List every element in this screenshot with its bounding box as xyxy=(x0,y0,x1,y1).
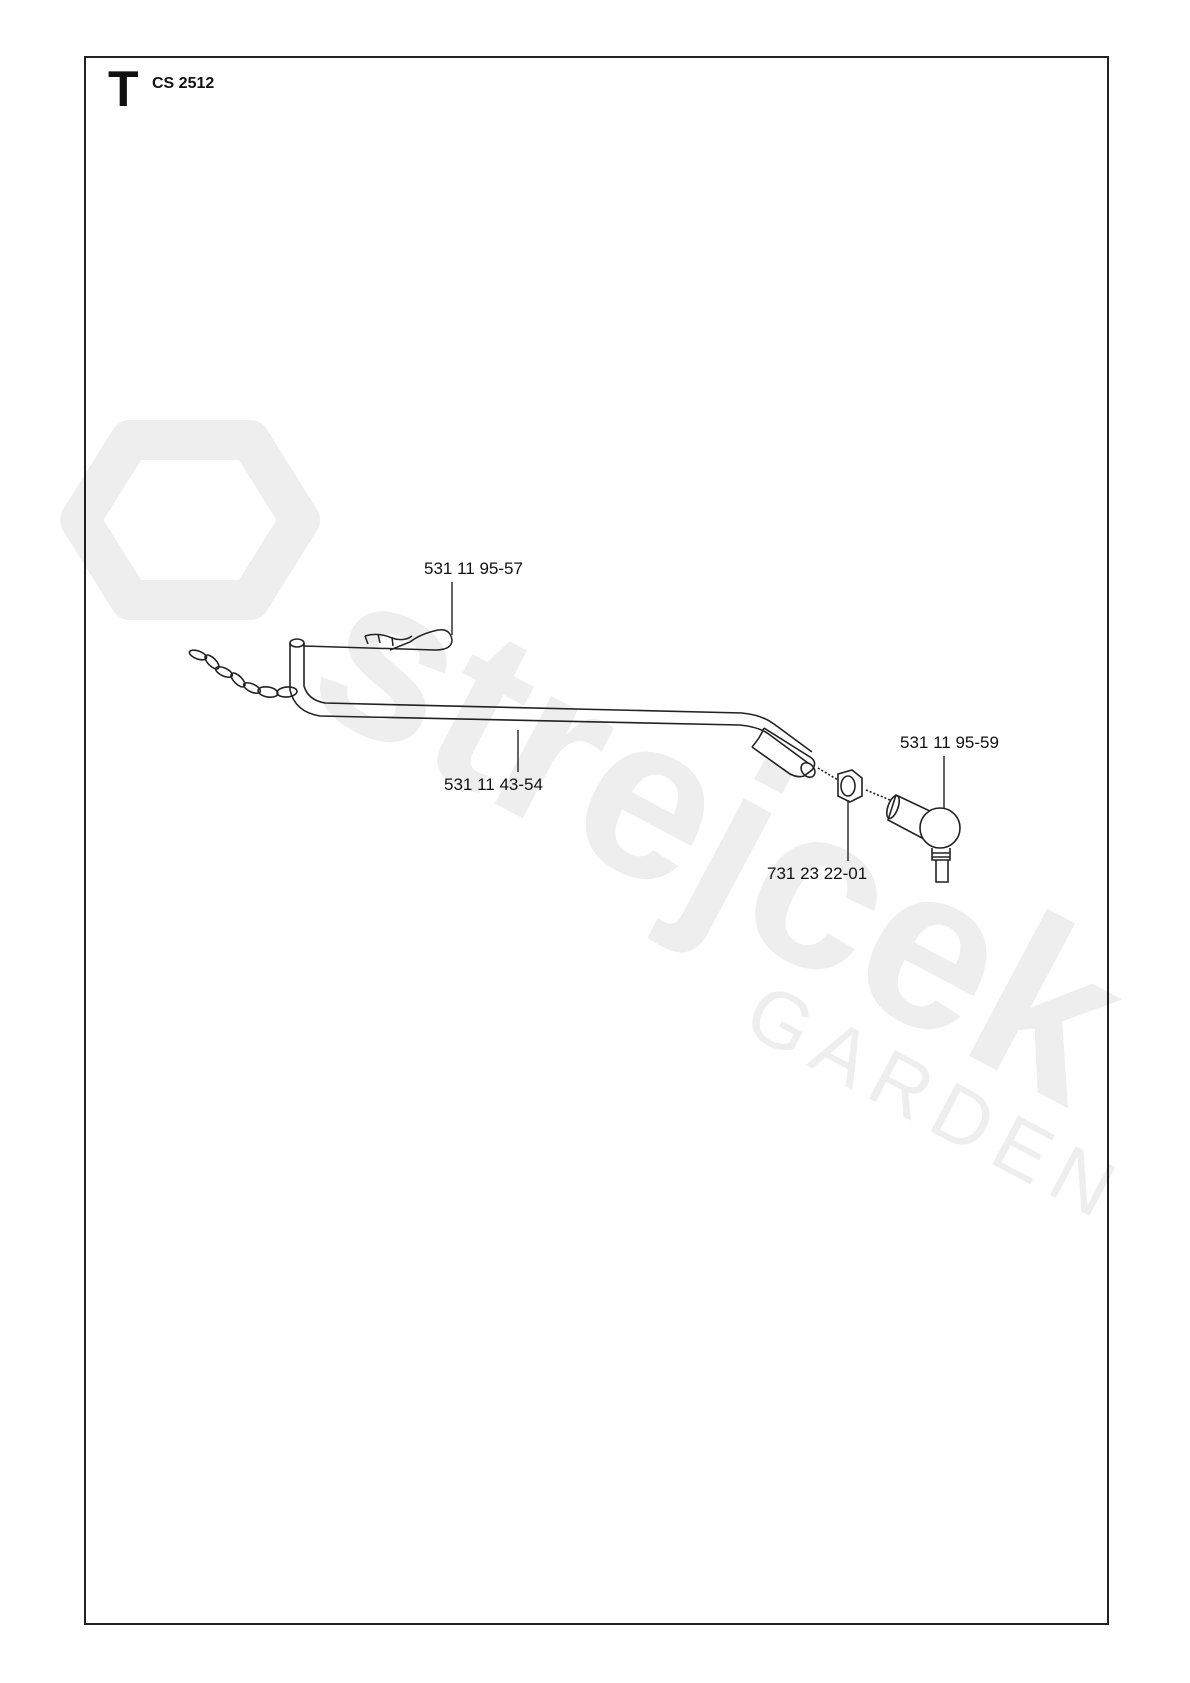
part-label-731-23-22-01: 731 23 22-01 xyxy=(767,864,868,883)
page-frame xyxy=(84,56,1109,1625)
ball-joint xyxy=(865,789,961,883)
nut xyxy=(817,767,863,803)
leader-lines xyxy=(451,582,945,861)
chain xyxy=(188,649,298,699)
watermark-logo: strejcek GARDEN xyxy=(60,420,1166,1239)
watermark-brand-text: strejcek xyxy=(277,516,1166,1152)
hitch-rod xyxy=(289,638,816,779)
part-label-531-11-43-54: 531 11 43-54 xyxy=(444,775,543,794)
part-label-531-11-95-57: 531 11 95-57 xyxy=(424,559,523,578)
hair-pin-clip xyxy=(303,628,453,651)
section-letter: T xyxy=(108,61,139,117)
part-label-531-11-95-59: 531 11 95-59 xyxy=(900,733,999,752)
model-code: CS 2512 xyxy=(152,75,215,92)
